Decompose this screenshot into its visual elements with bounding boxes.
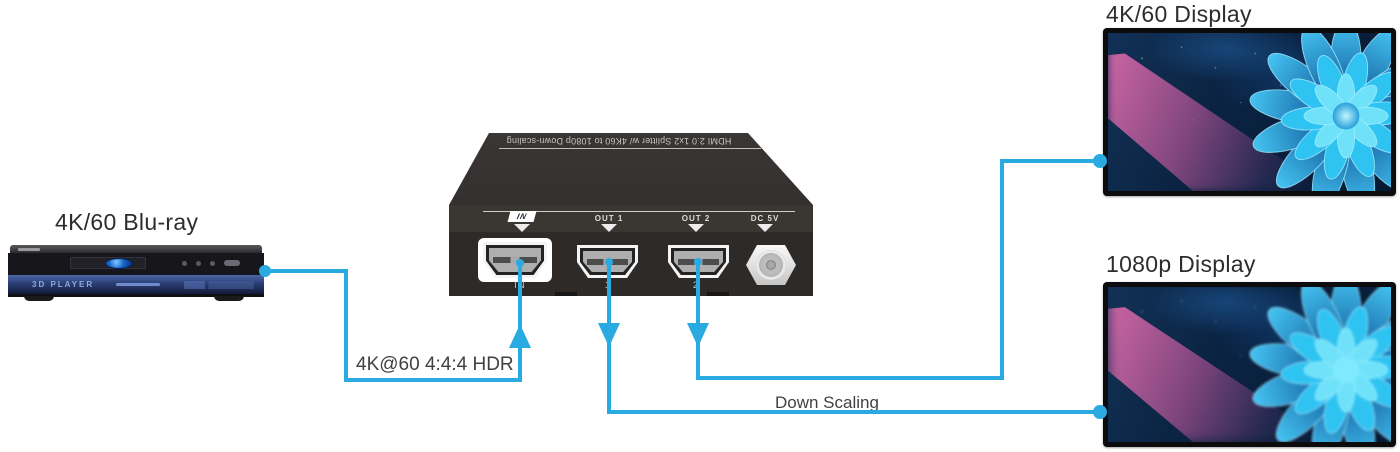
splitter-foot	[555, 292, 577, 296]
hdmi-port-out1	[577, 245, 638, 278]
bluray-base	[8, 294, 264, 297]
splitter-foot	[707, 292, 729, 296]
bluray-foot	[24, 296, 54, 301]
bluray-usb-slot	[224, 260, 240, 266]
display-4k-title: 4K/60 Display	[1106, 1, 1252, 27]
cable-in-arrow-up-icon	[509, 324, 531, 348]
input-signal-label: 4K@60 4:4:4 HDR	[356, 354, 514, 375]
display-1080p	[1103, 282, 1396, 447]
hdmi-port-out2	[668, 245, 729, 278]
bluray-panel-text: 3D PLAYER	[32, 280, 95, 289]
arrow-down-icon	[688, 224, 704, 232]
cable-out2-arrow-down-icon	[687, 323, 709, 347]
arrow-down-icon	[601, 224, 617, 232]
bluray-button-icon	[182, 260, 187, 266]
front-label-out1: 1	[604, 280, 612, 291]
bluray-spec-print	[184, 281, 254, 289]
display-4k	[1103, 28, 1396, 196]
bluray-foot	[214, 296, 244, 301]
hdmi-port-in	[483, 242, 547, 278]
bluray-button-icon	[196, 260, 201, 266]
bluray-front-panel	[8, 253, 264, 275]
bluray-title: 4K/60 Blu-ray	[55, 209, 199, 235]
front-label-out2: 2	[692, 280, 700, 291]
bluray-brand-logo	[18, 248, 40, 251]
bluray-player: 3D PLAYER	[8, 245, 264, 301]
downscaling-label: Down Scaling	[775, 393, 879, 412]
bluray-disc-logo-icon	[105, 258, 133, 269]
bluray-lower-panel: 3D PLAYER	[8, 275, 264, 294]
front-label-in: IN	[514, 280, 526, 291]
bluray-button-icon	[210, 260, 215, 266]
bluray-buttons	[182, 258, 250, 268]
hdmi-pins	[586, 258, 629, 265]
bluray-display-window	[116, 283, 160, 286]
hdmi-splitter: HDMI 2.0 1x2 Splitter w/ 4K60 to 1080p D…	[449, 133, 813, 296]
display-1080p-screen	[1108, 287, 1391, 442]
port-label-dc5v: DC 5V	[750, 214, 780, 223]
port-label-in: IN	[507, 211, 537, 222]
cable-out1-arrow-down-icon	[598, 323, 620, 347]
splitter-model-text: HDMI 2.0 1x2 Splitter w/ 4K60 to 1080p D…	[506, 136, 732, 146]
port-label-out1: OUT 1	[594, 214, 624, 223]
splitter-bezel-rule	[483, 211, 795, 212]
display-1080p-title: 1080p Display	[1106, 251, 1256, 277]
arrow-down-icon	[757, 224, 773, 232]
hdmi-pins	[493, 257, 537, 264]
splitter-top-face	[449, 133, 813, 205]
port-label-out2: OUT 2	[681, 214, 711, 223]
hdmi-pins	[677, 258, 720, 265]
arrow-down-icon	[514, 224, 530, 232]
flower-image	[1249, 287, 1391, 442]
display-4k-screen	[1108, 33, 1391, 191]
flower-image	[1249, 33, 1391, 191]
bluray-top-edge	[10, 245, 262, 253]
splitter-top-rule	[499, 148, 761, 149]
dc-jack-pinhole	[766, 260, 776, 270]
